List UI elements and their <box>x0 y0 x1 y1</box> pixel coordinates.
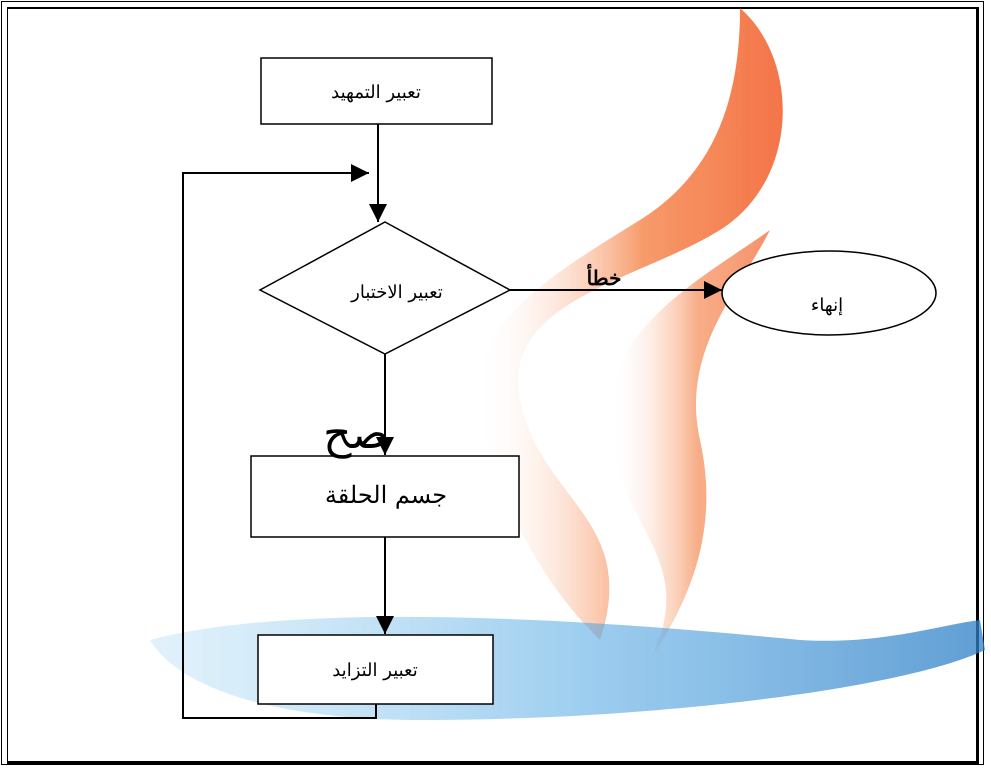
false-branch-label: خطأ <box>587 264 622 290</box>
init-box <box>260 57 493 125</box>
test-diamond <box>258 221 512 355</box>
true-branch-label: صح <box>323 408 389 459</box>
test-label: تعبير الاختبار <box>350 282 443 303</box>
body-label: جسم الحلقة <box>325 481 447 509</box>
end-label: إنهاء <box>811 295 843 316</box>
init-label: تعبير التمهيد <box>331 82 421 103</box>
loop-back-line <box>182 164 377 719</box>
connectors <box>182 124 722 719</box>
body-box <box>250 455 520 538</box>
inner-frame <box>7 7 979 764</box>
increment-label: تعبير التزايد <box>332 660 418 681</box>
increment-box <box>257 634 494 705</box>
end-ellipse <box>721 250 937 336</box>
